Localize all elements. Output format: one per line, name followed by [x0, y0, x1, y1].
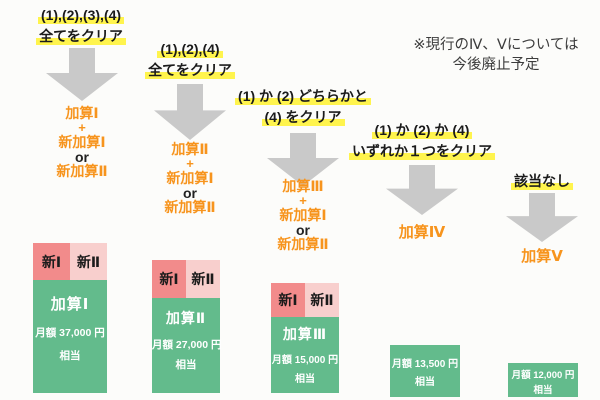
benefit-box-5-suffix: 相当: [533, 385, 553, 396]
result-1-alt1: 新加算Ⅰ: [58, 134, 106, 150]
benefit-box-5-amount: 月額 12,000 円: [511, 370, 575, 381]
benefit-box-2-title: 加算Ⅱ: [165, 310, 207, 326]
result-1-plus: +: [78, 119, 86, 135]
condition-label-2: (1),(2),(4) 全てをクリア: [115, 39, 265, 81]
result-5-main: 加算Ⅴ: [521, 248, 563, 265]
result-group-5: 加算Ⅴ: [498, 245, 586, 266]
down-arrow-icon: [265, 133, 341, 186]
result-1-alt2: 新加算Ⅱ: [56, 163, 108, 179]
benefit-box-2-tags: 新Ⅰ 新Ⅱ: [152, 260, 220, 298]
note-line-1: ※現行のⅣ、Ⅴについては: [413, 37, 579, 53]
result-3-main: 加算Ⅲ: [282, 178, 324, 194]
benefit-box-1: 新Ⅰ 新Ⅱ 加算Ⅰ 月額 37,000 円 相当: [33, 243, 107, 393]
result-4-main: 加算Ⅳ: [398, 224, 446, 241]
condition-label-3: (1) か (2) どちらかと (4) をクリア: [222, 86, 384, 128]
tag-shin-1: 新Ⅰ: [152, 260, 186, 298]
benefit-box-1-title: 加算Ⅰ: [50, 296, 90, 313]
result-group-4: 加算Ⅳ: [380, 221, 464, 242]
benefit-box-3: 新Ⅰ 新Ⅱ 加算Ⅲ 月額 15,000 円 相当: [271, 283, 339, 393]
result-group-3: 加算Ⅲ + 新加算Ⅰ or 新加算Ⅱ: [238, 179, 368, 252]
benefit-box-4: 月額 13,500 円 相当: [390, 345, 460, 397]
note-line-2: 今後廃止予定: [452, 57, 540, 73]
result-2-alt2: 新加算Ⅱ: [164, 199, 216, 215]
down-arrow-icon: [44, 48, 120, 101]
condition-label-1: (1),(2),(3),(4) 全てをクリア: [6, 5, 156, 47]
benefit-box-3-amount: 月額 15,000 円: [271, 355, 339, 366]
result-2-alt1: 新加算Ⅰ: [166, 170, 214, 186]
benefit-box-3-tags: 新Ⅰ 新Ⅱ: [271, 283, 339, 317]
benefit-box-3-title: 加算Ⅲ: [282, 326, 328, 342]
tag-shin-2: 新Ⅱ: [186, 260, 220, 298]
result-3-alt2: 新加算Ⅱ: [277, 236, 329, 252]
result-2-or: or: [183, 184, 197, 201]
benefit-box-2: 新Ⅰ 新Ⅱ 加算Ⅱ 月額 27,000 円 相当: [152, 260, 222, 393]
condition-3-line-1: (1) か (2) どちらかと: [235, 88, 371, 105]
result-3-plus: +: [299, 192, 307, 208]
result-3-or: or: [296, 221, 310, 238]
benefit-box-3-body: 加算Ⅲ 月額 15,000 円 相当: [271, 317, 339, 393]
result-2-plus: +: [186, 155, 194, 171]
down-arrow-icon: [152, 84, 228, 140]
tag-shin-1: 新Ⅰ: [271, 283, 305, 317]
benefit-box-2-body: 加算Ⅱ 月額 27,000 円 相当: [152, 298, 222, 393]
benefit-box-4-amount: 月額 13,500 円: [391, 359, 459, 370]
condition-label-5: 該当なし: [498, 171, 586, 192]
condition-3-line-2: (4) をクリア: [261, 109, 345, 126]
benefit-box-3-suffix: 相当: [295, 374, 315, 385]
down-arrow-icon: [384, 165, 460, 215]
result-group-2: 加算Ⅱ + 新加算Ⅰ or 新加算Ⅱ: [125, 142, 255, 215]
benefit-box-1-tags: 新Ⅰ 新Ⅱ: [33, 243, 107, 280]
benefit-box-2-suffix: 相当: [175, 359, 197, 371]
condition-1-line-2: 全てをクリア: [36, 28, 126, 45]
tag-shin-1: 新Ⅰ: [33, 243, 70, 280]
down-arrow-icon: [504, 193, 580, 242]
tag-shin-2: 新Ⅱ: [70, 243, 107, 280]
benefit-box-2-amount: 月額 27,000 円: [152, 339, 222, 351]
condition-4-line-1: (1) か (2) か (4): [371, 122, 473, 139]
benefit-box-1-amount: 月額 37,000 円: [35, 327, 105, 339]
deprecation-note: ※現行のⅣ、Ⅴについては 今後廃止予定: [398, 35, 594, 75]
result-2-main: 加算Ⅱ: [171, 141, 209, 157]
benefit-box-5: 月額 12,000 円 相当: [508, 363, 578, 397]
benefit-box-1-body: 加算Ⅰ 月額 37,000 円 相当: [33, 280, 107, 393]
benefit-box-1-suffix: 相当: [59, 350, 81, 362]
condition-2-line-1: (1),(2),(4): [157, 41, 223, 58]
condition-4-line-2: いずれか１つをクリア: [349, 143, 495, 160]
condition-1-line-1: (1),(2),(3),(4): [37, 7, 125, 24]
condition-2-line-2: 全てをクリア: [145, 62, 235, 79]
tag-shin-2: 新Ⅱ: [305, 283, 339, 317]
benefit-box-4-suffix: 相当: [415, 377, 435, 388]
result-group-1: 加算Ⅰ + 新加算Ⅰ or 新加算Ⅱ: [17, 106, 147, 179]
condition-5-line-1: 該当なし: [511, 173, 573, 190]
result-1-main: 加算Ⅰ: [65, 105, 99, 121]
result-1-or: or: [75, 148, 89, 165]
condition-label-4: (1) か (2) か (4) いずれか１つをクリア: [338, 120, 506, 162]
result-3-alt1: 新加算Ⅰ: [279, 207, 327, 223]
